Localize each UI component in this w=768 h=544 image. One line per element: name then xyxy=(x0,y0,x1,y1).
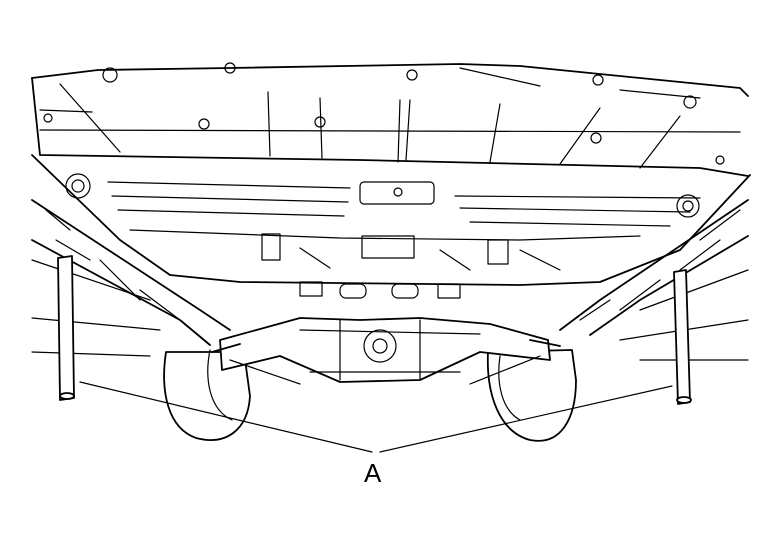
floor-pan xyxy=(31,62,749,177)
callout-leader-lines xyxy=(79,381,673,453)
right-jack-stand xyxy=(673,269,692,405)
callout-label-a: A xyxy=(364,458,382,488)
left-jack-stand xyxy=(57,255,75,401)
side-rails xyxy=(31,199,749,361)
rear-axle xyxy=(211,317,561,385)
underbody-panel xyxy=(31,154,751,299)
right-tire xyxy=(486,349,577,442)
